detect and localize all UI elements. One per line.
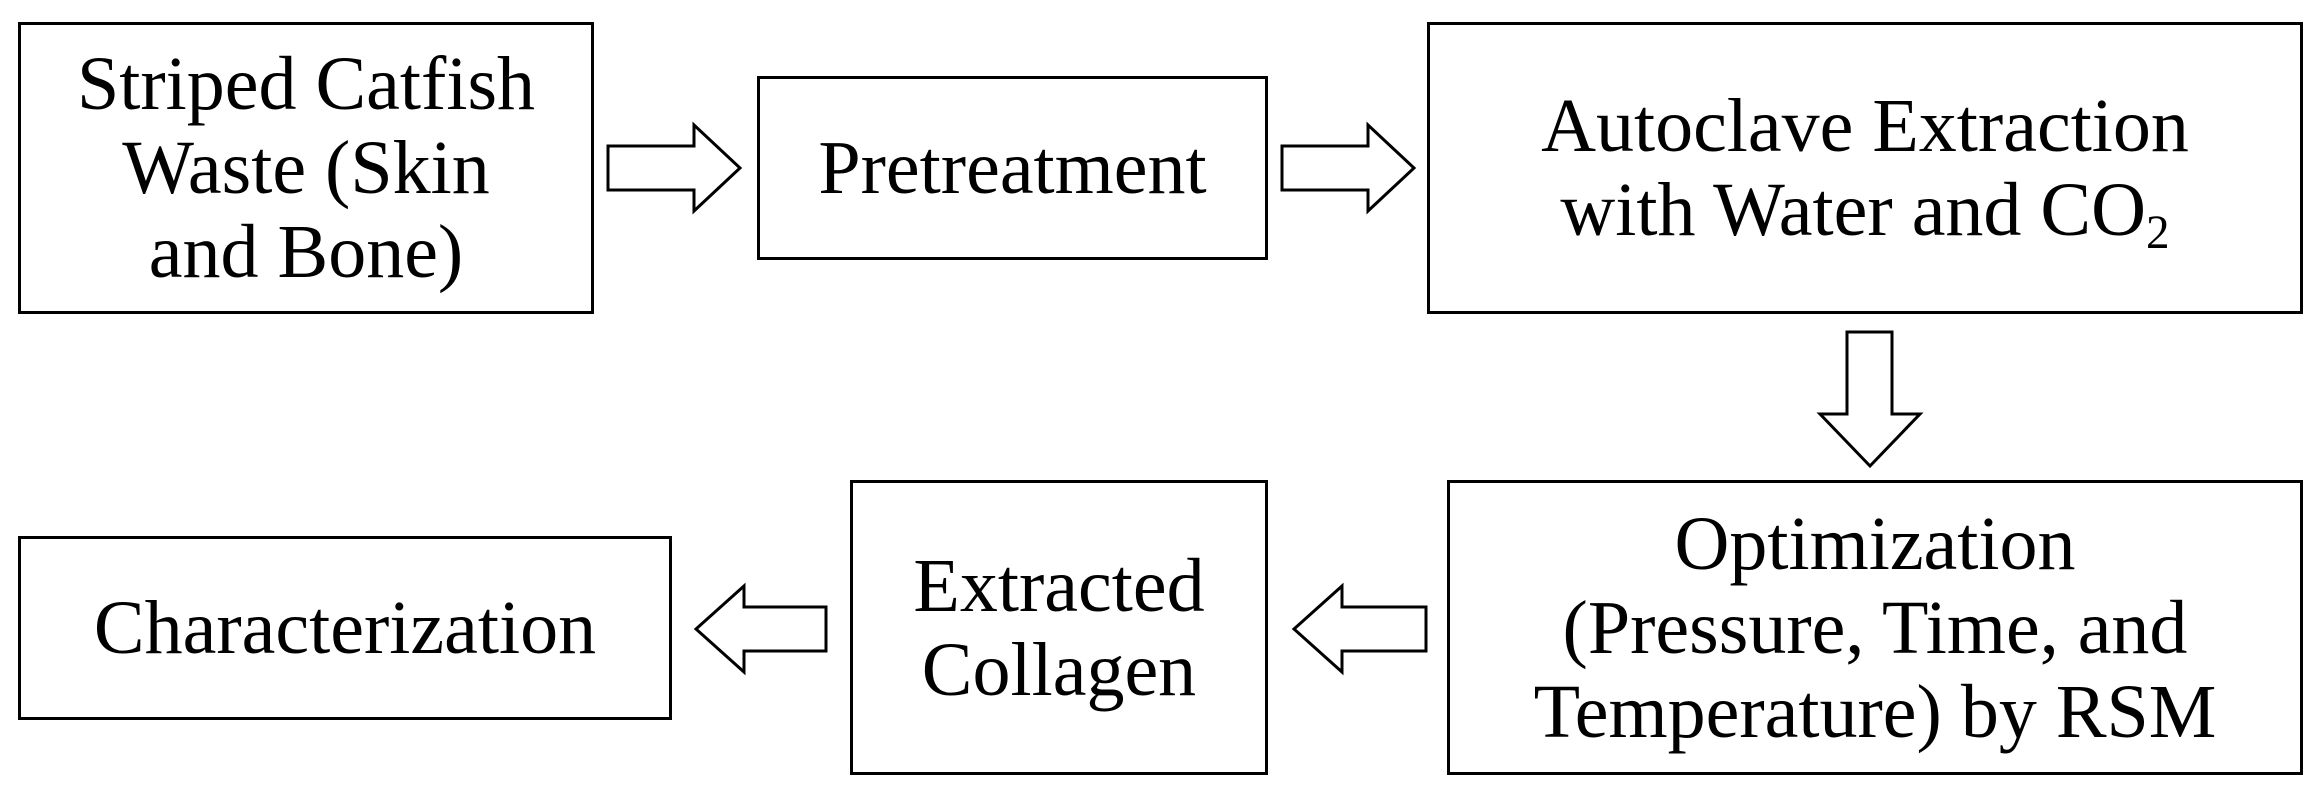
step-autoclave-line-2: with Water and CO2 <box>1560 168 2169 257</box>
step-autoclave-line-1: Autoclave Extraction <box>1541 84 2189 168</box>
step-collagen-line-1: Extracted <box>913 543 1205 628</box>
arrow-pretreatment-to-autoclave <box>1280 121 1417 215</box>
step-characterization-line-1: Characterization <box>93 586 597 670</box>
step-optimization-line-1: Optimization <box>1674 501 2076 586</box>
arrow-waste-to-pretreatment <box>606 121 743 215</box>
step-characterization-box: Characterization <box>18 536 672 720</box>
step-waste-line-3: and Bone) <box>148 210 464 294</box>
step-waste-box: Striped Catfish Waste (Skin and Bone) <box>18 22 594 314</box>
step-pretreatment-box: Pretreatment <box>757 76 1268 260</box>
step-waste-line-2: Waste (Skin <box>122 126 490 210</box>
step-autoclave-line-2-text: with Water and CO <box>1560 168 2147 252</box>
step-collagen-box: Extracted Collagen <box>850 480 1268 775</box>
co2-subscript: 2 <box>2146 207 2170 260</box>
step-optimization-box: Optimization (Pressure, Time, and Temper… <box>1447 480 2303 775</box>
step-optimization-line-2: (Pressure, Time, and <box>1562 585 2188 670</box>
step-collagen-line-2: Collagen <box>921 627 1197 712</box>
arrow-optimization-to-collagen <box>1291 582 1428 676</box>
step-autoclave-box: Autoclave Extraction with Water and CO2 <box>1427 22 2303 314</box>
arrow-autoclave-to-optimization <box>1816 330 1924 469</box>
arrow-collagen-to-characterization <box>693 582 828 676</box>
step-waste-line-1: Striped Catfish <box>76 42 536 126</box>
step-optimization-line-3: Temperature) by RSM <box>1533 669 2217 754</box>
step-pretreatment-line-1: Pretreatment <box>818 126 1207 210</box>
